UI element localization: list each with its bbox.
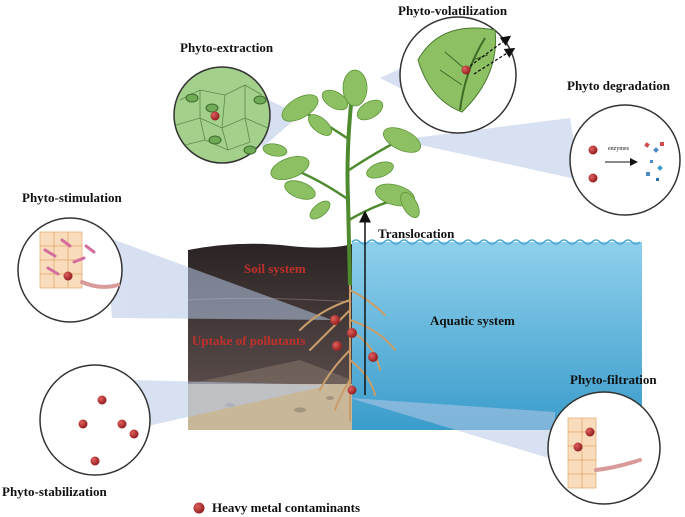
- phyto-stimulation-callout: [17, 217, 123, 323]
- legend-label: Heavy metal contaminants: [212, 500, 361, 515]
- phyto-degradation-callout: [569, 104, 681, 216]
- phyto-degradation-label: Phyto degradation: [567, 78, 670, 93]
- phyto-stabilization-callout: [39, 364, 151, 476]
- phyto-extraction-callout: [173, 66, 271, 164]
- plant: [262, 69, 422, 286]
- phyto-stimulation-label: Phyto-stimulation: [22, 190, 122, 205]
- phyto-stabilization-label: Phyto-stabilization: [2, 484, 107, 499]
- aquatic-system-label: Aquatic system: [430, 313, 515, 328]
- translocation-label: Translocation: [378, 226, 455, 241]
- roots: [299, 279, 396, 421]
- root-contaminants: [330, 315, 378, 395]
- phyto-filtration-label: Phyto-filtration: [570, 372, 657, 387]
- phyto-filtration-callout: [547, 391, 661, 505]
- phyto-volatilization-label: Phyto-volatilization: [398, 3, 508, 18]
- phyto-volatilization-callout: [399, 16, 517, 134]
- legend-contaminant-dot: [193, 502, 205, 514]
- phyto-extraction-label: Phyto-extraction: [180, 40, 274, 55]
- uptake-of-pollutants-label: Uptake of pollutants: [192, 333, 306, 348]
- enzymes-label: enzymes: [608, 146, 629, 152]
- soil-system-label: Soil system: [244, 261, 306, 276]
